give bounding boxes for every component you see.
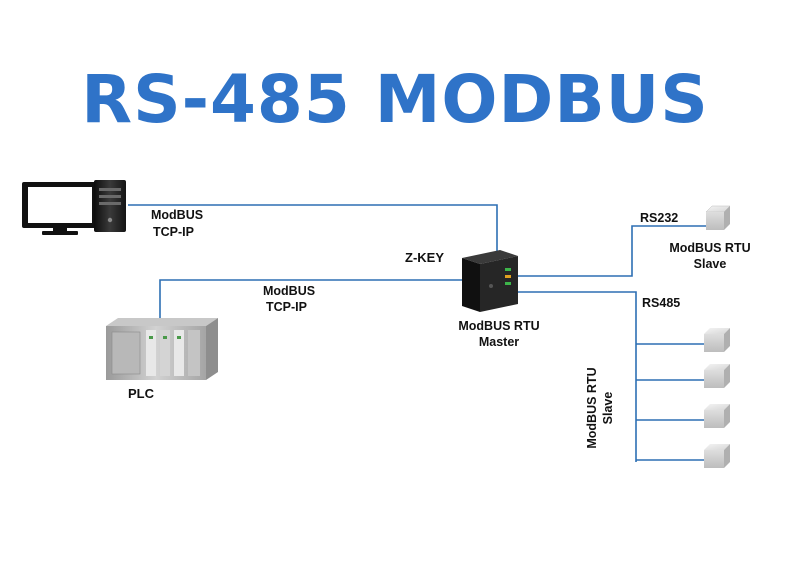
computer-label-line2: TCP-IP (153, 225, 194, 239)
rs485-slave-cube-icon (704, 404, 730, 428)
computer-label-line1: ModBUS (151, 208, 203, 222)
rs232-slave-cube-icon (705, 205, 731, 230)
rs485-bus-label: RS485 (642, 296, 680, 310)
plc-label: PLC (128, 386, 155, 401)
desktop-computer-icon (22, 180, 126, 235)
wires (128, 204, 706, 462)
plc-rack-icon (106, 318, 218, 380)
plc-to-master-wire (159, 279, 462, 330)
master-name-label: Z-KEY (405, 250, 444, 265)
master-role-line1: ModBUS RTU (458, 319, 539, 333)
computer-to-master-wire (128, 204, 498, 258)
master-role-line2: Master (479, 335, 519, 349)
rs485-slave-cube-icon (704, 364, 730, 388)
rs485-slave-cube-icon (704, 444, 730, 468)
rs232-wire (518, 225, 706, 277)
plc-link-label-line2: TCP-IP (266, 300, 307, 314)
rs232-slave-label-line1: ModBUS RTU (669, 241, 750, 255)
z-key-module-icon (462, 250, 518, 312)
rs232-slave-label-line2: Slave (694, 257, 727, 271)
rs485-slave-label-line1: ModBUS RTU (585, 367, 599, 448)
rs485-slave-label-line2: Slave (601, 392, 615, 425)
plc-link-label-line1: ModBUS (263, 284, 315, 298)
rs485-slave-vertical-label: ModBUS RTU Slave (585, 367, 615, 448)
rs485-trunk-wire (518, 291, 637, 462)
rs232-bus-label: RS232 (640, 211, 678, 225)
diagram-title: RS-485 MODBUS (81, 61, 709, 138)
rs485-slave-cube-icon (704, 328, 730, 352)
